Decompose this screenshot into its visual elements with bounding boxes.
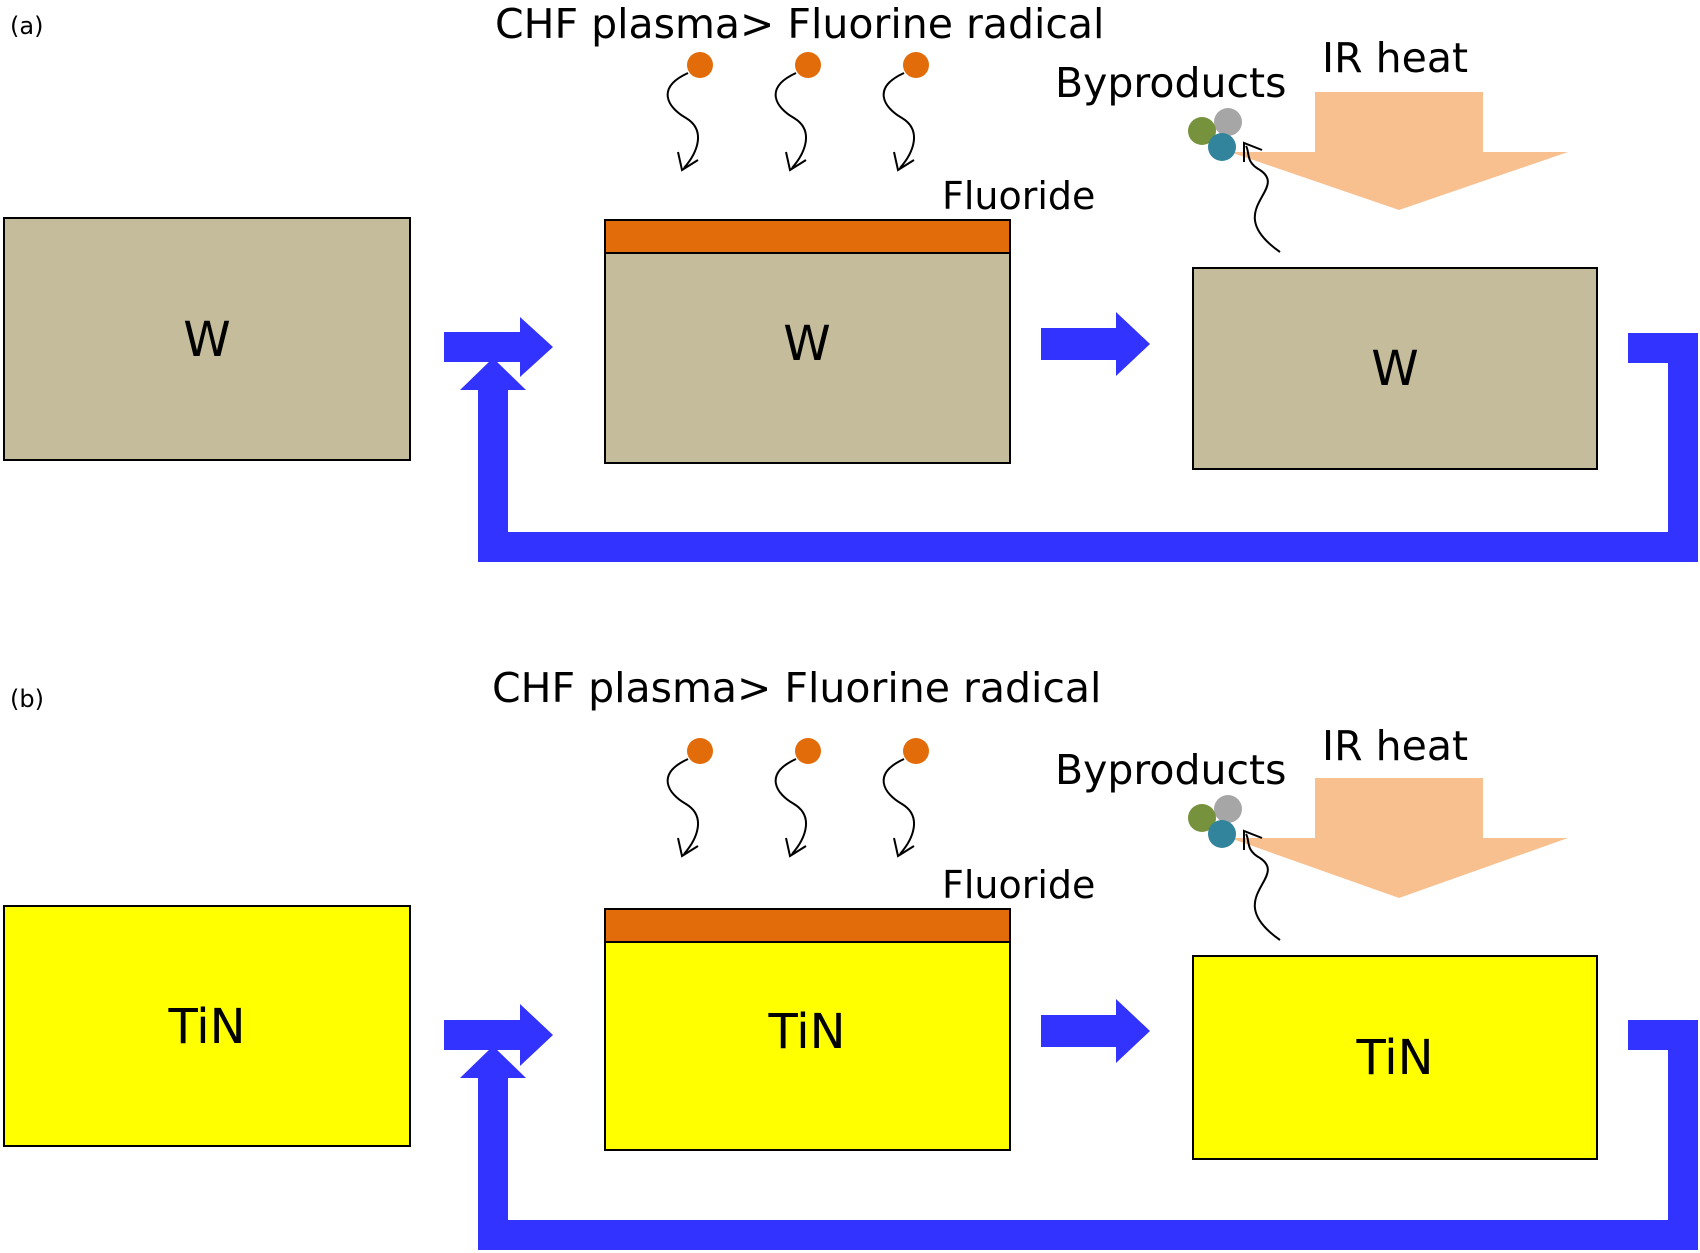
radical (666, 738, 713, 858)
panel-b-plasma-label: CHF plasma> Fluorine radical (492, 664, 1101, 712)
panel-b-initial-block: TiN (3, 905, 411, 1147)
panel-b-fluoride-layer (604, 908, 1011, 943)
panel-a-fluorinated-block: W Fluoride (604, 174, 1095, 464)
panel-a-tag: (a) (10, 12, 43, 40)
panel-b-tag: (b) (10, 685, 44, 713)
panel-b-fluoride-label: Fluoride (942, 863, 1095, 907)
panel-b-fluorine-radicals (666, 738, 929, 858)
panel-a-ir-heat-label: IR heat (1322, 34, 1468, 82)
panel-a: (a) CHF plasma> Fluorine radical (3, 0, 1698, 562)
panel-b-heated-block: TiN (1192, 955, 1598, 1160)
panel-b-fluorinated-block: TiN Fluoride (604, 863, 1095, 1151)
panel-a-heated-block: W (1192, 267, 1598, 470)
panel-a-ir-heat-arrow: IR heat (1230, 34, 1568, 210)
panel-a-fluorinated-block-label: W (783, 316, 830, 372)
panel-a-fluoride-layer (604, 219, 1011, 254)
radical (882, 738, 929, 858)
radical (774, 52, 821, 172)
panel-b-process-arrows (444, 999, 1698, 1250)
panel-b-fluorinated-block-label: TiN (767, 1004, 845, 1060)
panel-b-initial-block-label: TiN (167, 999, 245, 1055)
panel-a-process-arrows (444, 312, 1698, 562)
panel-a-byproducts-label: Byproducts (1055, 59, 1286, 107)
panel-b-byproducts-label: Byproducts (1055, 746, 1286, 794)
panel-a-byproducts: Byproducts (1055, 59, 1286, 253)
panel-a-heated-block-label: W (1371, 341, 1418, 397)
panel-b-byproducts: Byproducts (1055, 746, 1286, 941)
radical (774, 738, 821, 858)
panel-b-heated-block-label: TiN (1355, 1030, 1433, 1086)
panel-b-ir-heat-label: IR heat (1322, 722, 1468, 770)
panel-a-initial-block: W (3, 217, 411, 461)
panel-b: (b) CHF plasma> Fluorine radical TiN (3, 664, 1698, 1250)
panel-a-fluorine-radicals (666, 52, 929, 172)
radical (882, 52, 929, 172)
panel-a-initial-block-label: W (183, 312, 230, 368)
panel-a-plasma-label: CHF plasma> Fluorine radical (495, 0, 1104, 48)
panel-b-ir-heat-arrow: IR heat (1230, 722, 1568, 898)
radical (666, 52, 713, 172)
panel-a-fluoride-label: Fluoride (942, 174, 1095, 218)
